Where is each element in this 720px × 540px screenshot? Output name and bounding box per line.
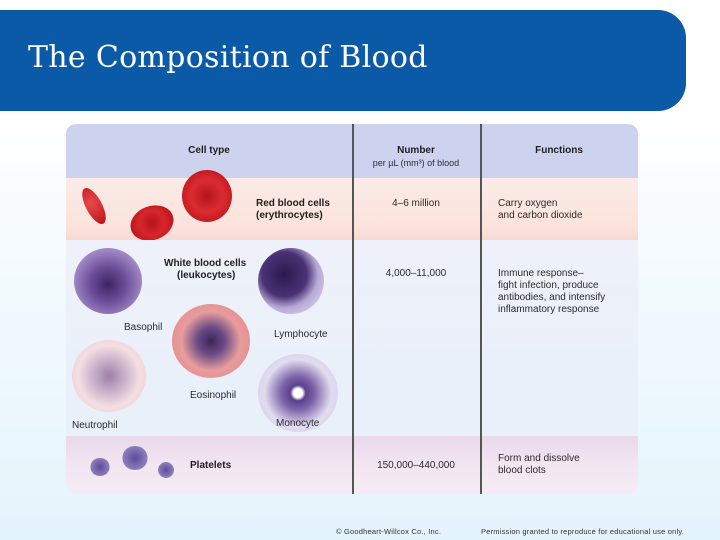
rbc-label-line2: (erythrocytes)	[256, 210, 323, 221]
rbc-function-line2: and carbon dioxide	[498, 210, 583, 221]
monocyte-icon	[258, 354, 338, 432]
rbc-number: 4–6 million	[392, 198, 440, 209]
platelets-function-line1: Form and dissolve	[498, 453, 580, 464]
title-bar	[0, 10, 686, 111]
platelets-number: 150,000–440,000	[377, 460, 455, 471]
neutrophil-icon	[72, 340, 146, 412]
header-functions: Functions	[535, 145, 583, 156]
permission-notice: Permission granted to reproduce for educ…	[481, 527, 685, 536]
rbc-label-line1: Red blood cells	[256, 198, 330, 209]
copyright-notice: © Goodheart-Willcox Co., Inc.	[336, 527, 442, 536]
basophil-label: Basophil	[124, 322, 163, 333]
wbc-function-line2: fight infection, produce	[498, 280, 599, 291]
eosinophil-icon	[172, 304, 250, 378]
wbc-function-line4: inflammatory response	[498, 304, 600, 315]
platelet-icon	[90, 458, 110, 476]
wbc-label-line2: (leukocytes)	[177, 270, 236, 281]
lymphocyte-label: Lymphocyte	[274, 329, 328, 340]
platelets-label: Platelets	[190, 460, 232, 471]
red-blood-cell-icon	[182, 170, 232, 222]
platelet-icon	[158, 462, 174, 478]
header-number: Number	[397, 145, 435, 156]
platelet-icon	[122, 446, 148, 470]
eosinophil-label: Eosinophil	[190, 390, 237, 401]
wbc-label-line1: White blood cells	[164, 258, 247, 269]
wbc-function-line1: Immune response–	[498, 268, 584, 279]
lymphocyte-icon	[258, 248, 324, 314]
red-blood-cell-icon	[77, 184, 111, 228]
header-number-unit: per µL (mm³) of blood	[372, 158, 460, 168]
rbc-function-line1: Carry oxygen	[498, 198, 558, 209]
wbc-number: 4,000–11,000	[385, 268, 447, 279]
basophil-icon	[74, 248, 142, 314]
slide-title: The Composition of Blood	[28, 40, 428, 75]
platelets-function-line2: blood clots	[498, 465, 546, 476]
blood-composition-table: Cell type Number per µL (mm³) of blood F…	[66, 124, 638, 494]
column-divider	[480, 124, 482, 494]
column-divider	[352, 124, 354, 494]
neutrophil-label: Neutrophil	[72, 420, 118, 431]
header-cell-type: Cell type	[188, 145, 230, 156]
monocyte-label: Monocyte	[276, 418, 320, 429]
wbc-function-line3: antibodies, and intensify	[498, 292, 606, 303]
